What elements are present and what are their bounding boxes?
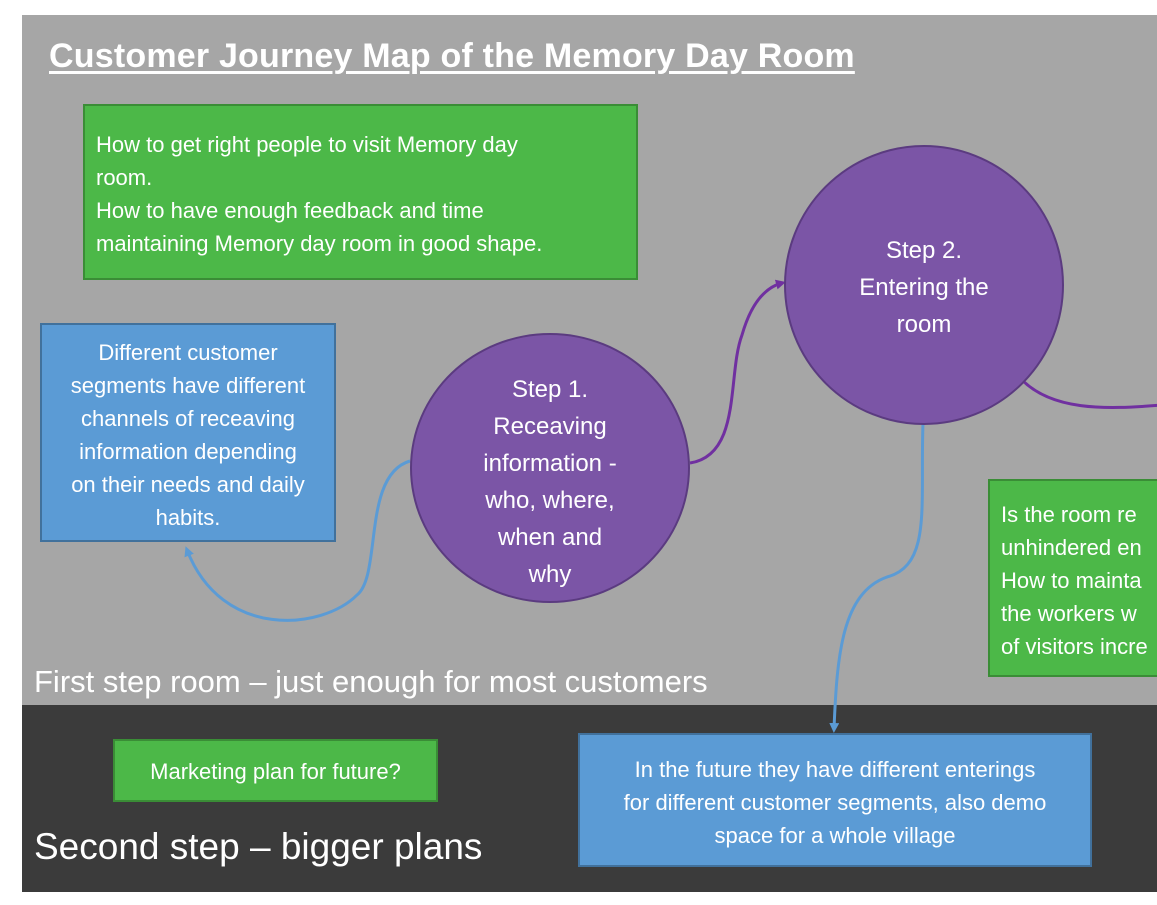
question-box-line: How to get right people to visit Memory … <box>96 132 518 157</box>
segments-box-line: on their needs and daily <box>71 472 305 497</box>
question-box-line: Is the room re <box>1001 502 1137 527</box>
segments-box-line: information depending <box>79 439 297 464</box>
segments-box-line: habits. <box>155 505 221 530</box>
journey-map-canvas: Customer Journey Map of the Memory Day R… <box>22 15 1157 892</box>
connector-step1-to-segments <box>184 459 411 622</box>
step1-line: when and <box>497 524 603 551</box>
segments-box-line: segments have different <box>70 373 306 398</box>
step1-line: Receaving <box>493 413 607 440</box>
question-box-line: maintaining Memory day room in good shap… <box>96 231 543 256</box>
question-box-visitors: How to get right people to visit Memory … <box>83 104 638 280</box>
future-box-line: for different customer segments, also de… <box>623 790 1047 815</box>
step1-line: who, where, <box>485 487 615 514</box>
connector-step2-to-next <box>1020 378 1157 409</box>
first-step-label: First step room – just enough for most c… <box>34 664 708 699</box>
step2-line: Entering the <box>859 274 989 301</box>
step2-circle: Step 2. Entering the room <box>784 145 1064 425</box>
customer-segments-box: Different customer segments have differe… <box>40 323 336 542</box>
page-title: Customer Journey Map of the Memory Day R… <box>49 37 855 75</box>
marketing-plan-text: Marketing plan for future? <box>150 759 401 784</box>
question-box-line: the workers w <box>1001 601 1137 626</box>
future-box-line: In the future they have different enteri… <box>634 757 1036 782</box>
step2-line: Step 2. <box>885 237 963 264</box>
question-box-line: How to mainta <box>1001 568 1142 593</box>
step2-line: room <box>896 311 952 338</box>
question-box-line: How to have enough feedback and time <box>96 198 484 223</box>
connectors-layer <box>184 279 1157 733</box>
question-box-line: unhindered en <box>1001 535 1142 560</box>
segments-box-line: channels of receaving <box>80 406 296 431</box>
step1-circle: Step 1. Receaving information - who, whe… <box>410 333 690 603</box>
future-box-line: space for a whole village <box>714 823 956 848</box>
connector-step2-to-future <box>829 422 925 733</box>
future-plans-box: In the future they have different enteri… <box>578 733 1092 867</box>
marketing-plan-box: Marketing plan for future? <box>113 739 438 802</box>
question-box-entry: Is the room re unhindered en How to main… <box>988 479 1157 677</box>
question-box-line: of visitors incre <box>1001 634 1148 659</box>
step1-line: why <box>528 561 572 588</box>
connector-step1-to-step2 <box>689 279 786 465</box>
step1-line: information - <box>483 450 617 477</box>
segments-box-line: Different customer <box>98 340 278 365</box>
question-box-line: room. <box>96 165 153 190</box>
second-step-label: Second step – bigger plans <box>34 826 483 867</box>
step1-line: Step 1. <box>511 376 589 403</box>
